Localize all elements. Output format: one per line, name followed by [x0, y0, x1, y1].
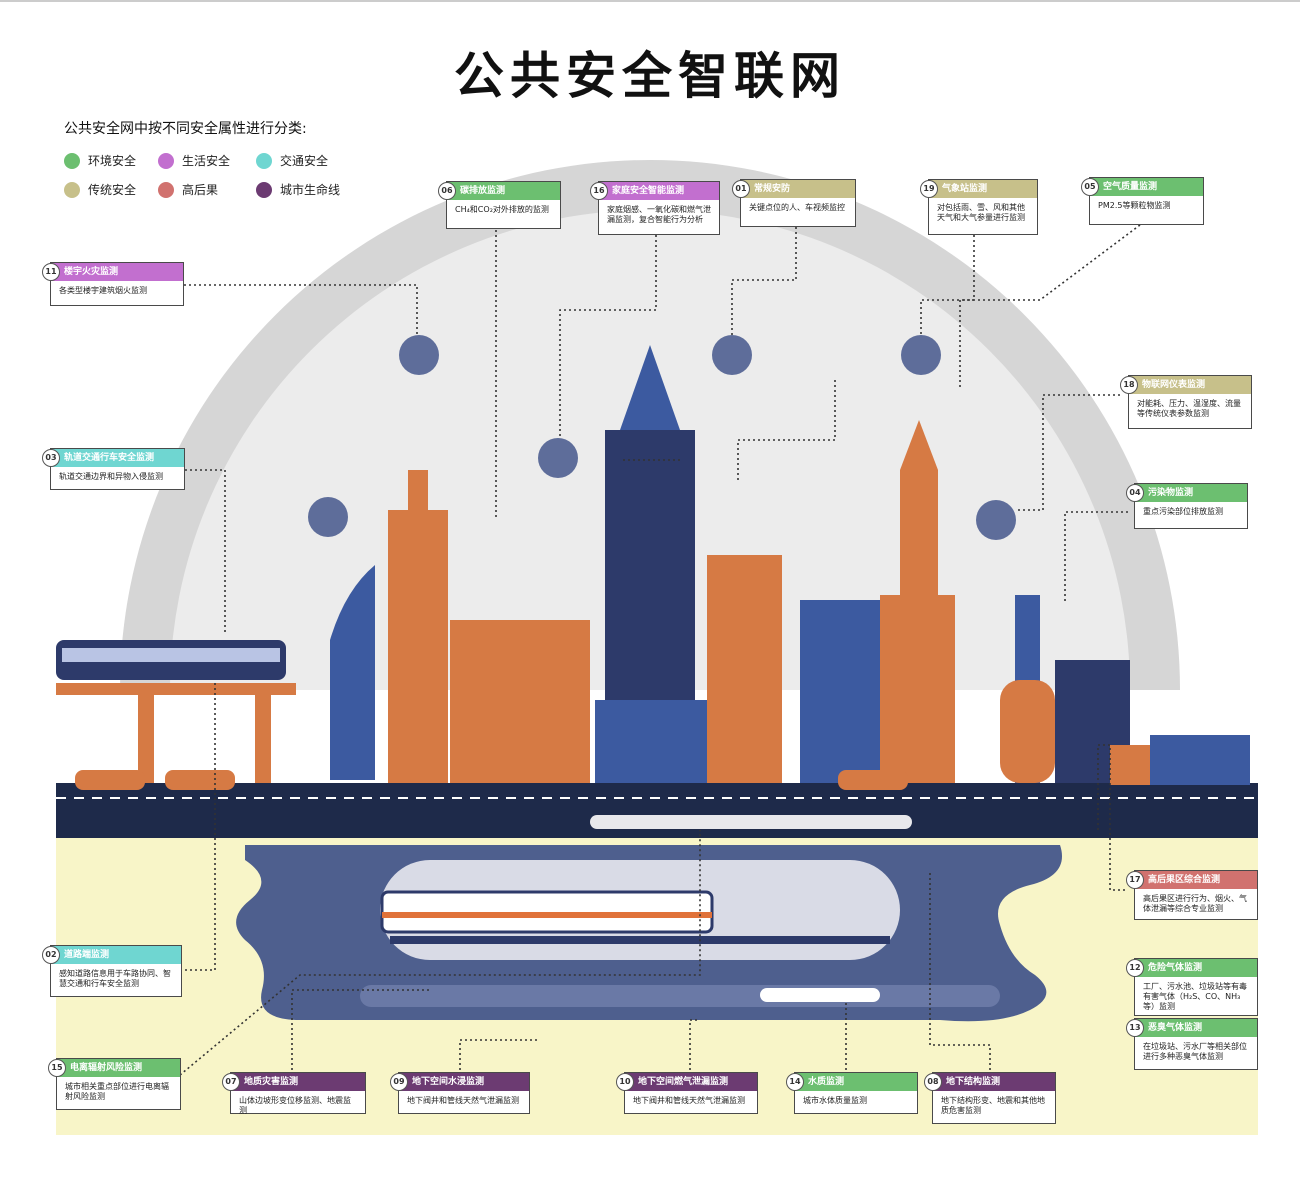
life-dot-icon	[158, 152, 174, 169]
legend-item-trad: 传统安全	[64, 181, 158, 198]
home-sensor-icon	[538, 438, 578, 478]
legend-item-lifeline: 城市生命线	[256, 181, 366, 198]
page-title: 公共安全智联网	[454, 47, 846, 105]
traffic-dot-icon	[256, 152, 272, 169]
car-1	[75, 770, 145, 790]
trad-dot-icon	[64, 181, 80, 198]
building-tower-right	[880, 595, 955, 783]
meter-sensor-icon	[976, 500, 1016, 540]
lifeline-dot-icon	[256, 181, 272, 198]
building-tower-left	[388, 510, 448, 783]
building-mid-left	[450, 620, 590, 783]
underground-pipe	[360, 985, 1000, 1007]
leader-lines	[179, 224, 1141, 1076]
weather-sensor-icon	[901, 335, 941, 375]
legend-item-traffic: 交通安全	[256, 152, 366, 169]
legend-item-high: 高后果	[158, 181, 256, 198]
rail-sensor-icon	[308, 497, 348, 537]
legend-subtitle: 公共安全网中按不同安全属性进行分类:	[64, 121, 307, 137]
fire-sensor-icon	[399, 335, 439, 375]
building-wind	[707, 555, 782, 783]
camera-sensor-icon	[712, 335, 752, 375]
viaduct	[56, 683, 296, 695]
legend: 环境安全 生活安全 交通安全 传统安全 高后果 城市生命线	[64, 152, 394, 198]
high-dot-icon	[158, 181, 174, 198]
car-3	[838, 770, 908, 790]
env-dot-icon	[64, 152, 80, 169]
legend-item-env: 环境安全	[64, 152, 158, 169]
road	[56, 783, 1258, 838]
water-pipe	[760, 988, 880, 1002]
legend-item-life: 生活安全	[158, 152, 256, 169]
building-curved	[330, 565, 375, 780]
building-mid-right	[800, 600, 880, 783]
gas-pipe	[590, 815, 912, 829]
truck	[1150, 735, 1250, 785]
car-2	[165, 770, 235, 790]
